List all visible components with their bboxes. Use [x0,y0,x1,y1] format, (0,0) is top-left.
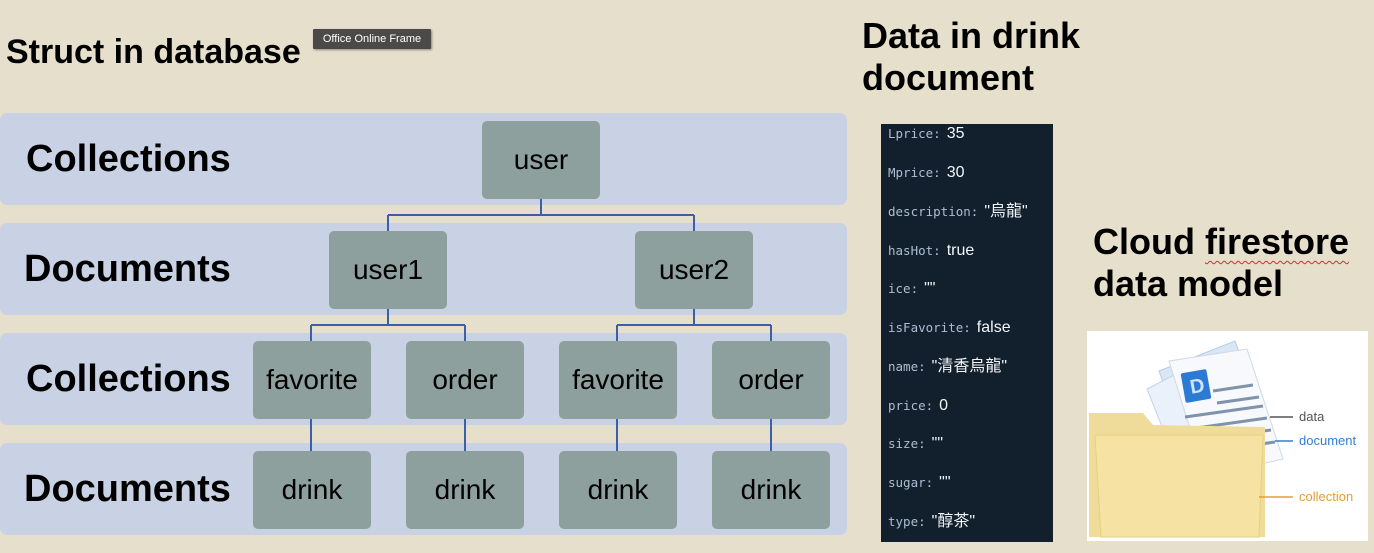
drink-document-title-line1: Data in drink [862,15,1081,56]
document-label: document [1299,433,1356,448]
node-order-1: order [406,341,524,419]
office-online-frame-tooltip: Office Online Frame [313,29,431,49]
firestore-model-title: Cloud firestore data model [1093,221,1349,305]
row-band-collections-1: Collections [0,113,847,205]
node-drink-2: drink [406,451,524,529]
firestore-data-model-illustration: D data document collection [1087,331,1368,541]
data-label: data [1299,409,1325,424]
connector-drinks [310,419,772,451]
node-user1: user1 [329,231,447,309]
node-favorite-1: favorite [253,341,371,419]
node-user2: user2 [635,231,753,309]
document-fields-panel: Lprice:35 Mprice:30 description:"烏龍" has… [881,124,1053,542]
connector-user [387,199,695,231]
row-label: Documents [24,468,231,510]
node-user: user [482,121,600,199]
field-row: description:"烏龍" [888,203,1028,220]
node-order-2: order [712,341,830,419]
firestore-model-title-line1: Cloud firestore [1093,221,1350,262]
connector-user1 [310,309,466,341]
node-drink-4: drink [712,451,830,529]
field-row: name:"清香烏龍" [888,358,1008,375]
firestore-word: firestore [1204,221,1350,262]
tree-connectors [310,199,772,451]
field-row: type:"醇茶" [888,513,976,530]
field-row: ice:"" [888,280,936,297]
node-drink-3: drink [559,451,677,529]
document-badge-letter: D [1188,375,1206,399]
field-row: hasHot:true [888,242,975,259]
node-favorite-2: favorite [559,341,677,419]
field-row: price:0 [888,397,949,414]
node-drink-1: drink [253,451,371,529]
field-row: Lprice:35 [888,125,965,142]
field-row: size:"" [888,435,943,452]
row-label: Documents [24,248,231,290]
row-label: Collections [26,138,231,180]
drink-document-title: Data in drink document [862,15,1080,99]
firestore-model-title-line2: data model [1093,263,1284,304]
field-row: sugar:"" [888,474,951,491]
connector-user2 [616,309,772,341]
field-row: isFavorite:false [888,319,1011,336]
row-label: Collections [26,358,231,400]
drink-document-title-line2: document [862,57,1035,98]
field-row: Mprice:30 [888,164,965,181]
folder-documents-graphic: D data document collection [1089,340,1356,538]
collection-label: collection [1299,489,1353,504]
struct-title: Struct in database [6,33,301,71]
